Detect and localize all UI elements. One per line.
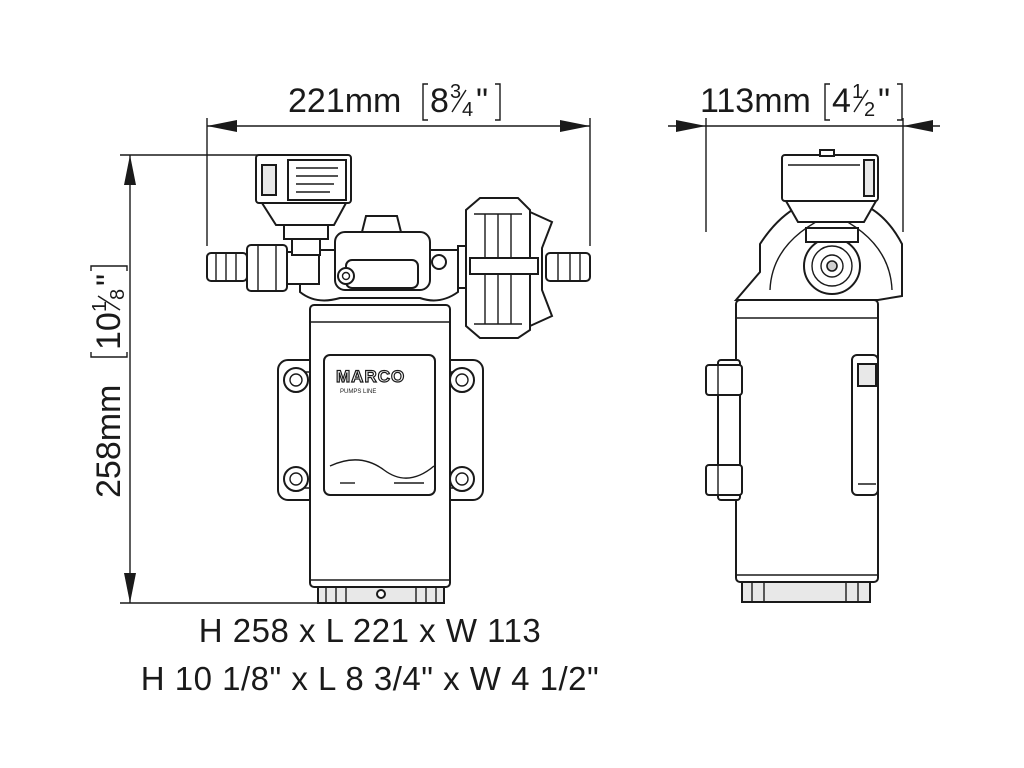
bolt <box>431 254 447 270</box>
pressure-switch-side <box>781 149 879 223</box>
inlet-hose-barb <box>206 244 320 292</box>
arrowhead-right <box>560 120 590 132</box>
pump-side-view <box>705 149 903 603</box>
length-dimension: 221mm 8 3 4 " <box>206 81 591 246</box>
arrowhead-left <box>676 120 706 132</box>
mount-hole <box>449 367 475 393</box>
pump-front-view: MARCO PUMPS LINE <box>206 154 591 604</box>
strainer-filter <box>465 197 554 339</box>
height-imperial-numerator: 1 <box>89 301 111 312</box>
height-imperial-denominator: 8 <box>107 289 129 300</box>
mount-hole <box>283 466 309 492</box>
width-inch-mark: " <box>878 82 890 120</box>
width-dimension: 113mm 4 1 2 " <box>668 81 940 232</box>
arrowhead-bottom <box>124 573 136 603</box>
mount-hole <box>283 367 309 393</box>
mount-hole <box>449 466 475 492</box>
brand-subtext: PUMPS LINE <box>340 389 376 395</box>
brand-logo: MARCO <box>336 367 405 386</box>
length-metric: 221mm <box>288 82 401 120</box>
pressure-switch <box>255 154 352 256</box>
motor-end-cap-side <box>741 581 871 603</box>
width-metric: 113mm <box>700 82 811 120</box>
dimensions-caption-metric: H 258 x L 221 x W 113 <box>198 612 542 649</box>
height-inch-mark: " <box>90 274 128 286</box>
length-inch-mark: " <box>476 82 488 120</box>
height-dimension: 258mm 10 1 8 " <box>89 154 320 604</box>
arrowhead-right <box>903 120 933 132</box>
length-imperial-numerator: 3 <box>450 81 461 103</box>
dimensions-caption-imperial: H 10 1/8" x L 8 3/4" x W 4 1/2" <box>140 660 600 697</box>
height-metric: 258mm <box>90 385 128 498</box>
bolt <box>337 267 355 285</box>
length-imperial-whole: 8 <box>430 82 449 120</box>
height-imperial-whole: 10 <box>90 312 128 350</box>
arrowhead-left <box>207 120 237 132</box>
width-imperial-numerator: 1 <box>852 81 863 103</box>
width-imperial-whole: 4 <box>832 82 851 120</box>
length-imperial-denominator: 4 <box>462 99 473 121</box>
arrowhead-top <box>124 155 136 185</box>
width-imperial-denominator: 2 <box>864 99 875 121</box>
